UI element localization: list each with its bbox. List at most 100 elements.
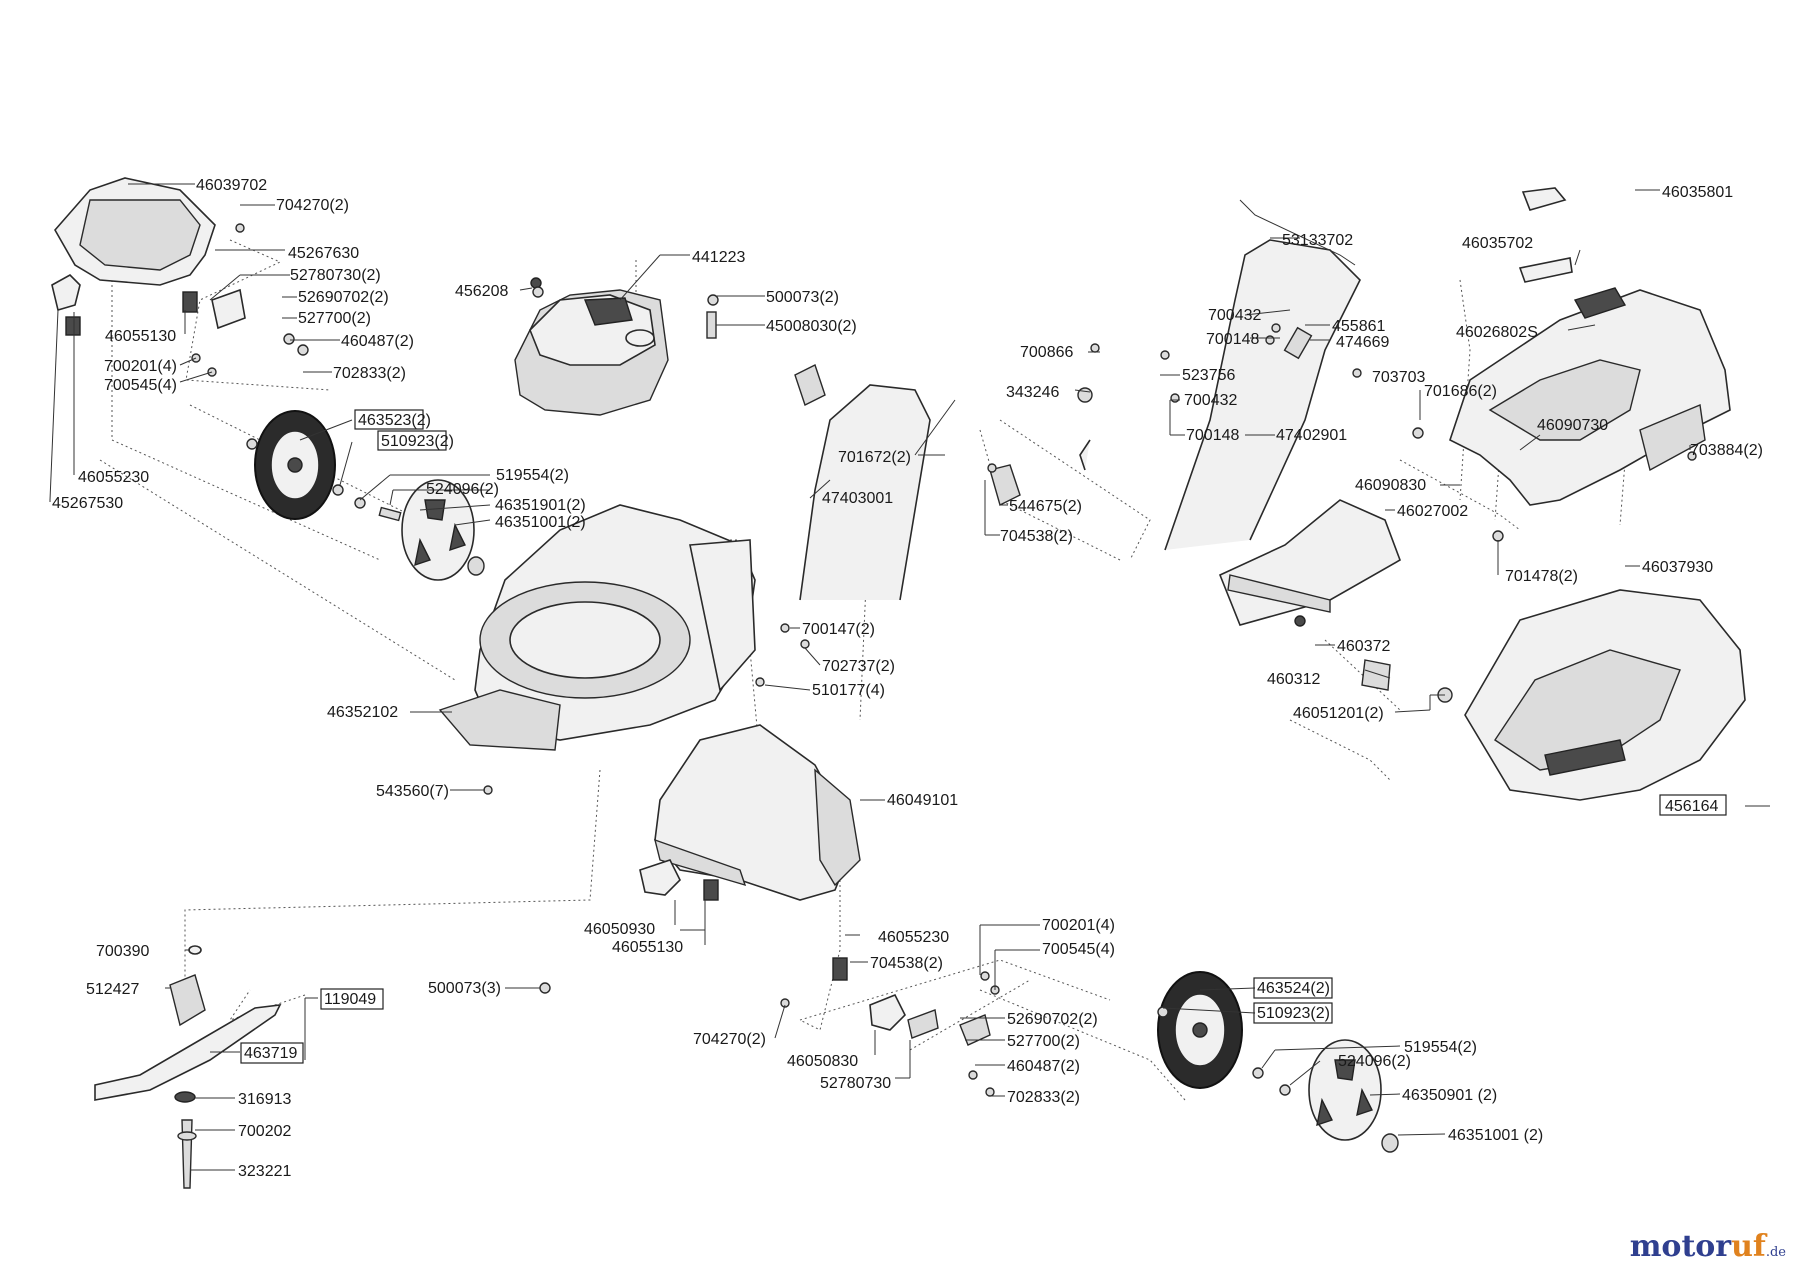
- label-46039702: 46039702: [196, 177, 267, 194]
- label-704538-top: 704538(2): [1000, 528, 1073, 545]
- label-441223: 441223: [692, 249, 745, 266]
- label-703703: 703703: [1372, 369, 1425, 386]
- label-46090730: 46090730: [1537, 417, 1608, 434]
- grass-bag-cover: [1449, 187, 1731, 506]
- discharge-chute: [654, 724, 861, 901]
- label-46351901: 46351901(2): [495, 497, 586, 514]
- upper-handle: [1079, 199, 1361, 551]
- label-52690702-bottom: 52690702(2): [1007, 1011, 1098, 1028]
- label-46050930: 46050930: [584, 921, 655, 938]
- mower-deck: [438, 504, 756, 751]
- label-701686: 701686(2): [1424, 383, 1497, 400]
- label-52690702-top: 52690702(2): [298, 289, 389, 306]
- label-46351001-top: 46351001(2): [495, 514, 586, 531]
- label-460487-top: 460487(2): [341, 333, 414, 350]
- label-510923-top: 510923(2): [381, 433, 454, 450]
- label-519554-bottom: 519554(2): [1404, 1039, 1477, 1056]
- hubcap-left: [401, 479, 485, 581]
- lower-handle: [794, 364, 1021, 601]
- label-524096-bottom: 524096(2): [1338, 1053, 1411, 1070]
- label-460372: 460372: [1337, 638, 1390, 655]
- label-527700-bottom: 527700(2): [1007, 1033, 1080, 1050]
- label-702737: 702737(2): [822, 658, 895, 675]
- label-544675: 544675(2): [1009, 498, 1082, 515]
- label-343246: 343246: [1006, 384, 1059, 401]
- label-463719: 463719: [244, 1045, 297, 1062]
- label-46049101: 46049101: [887, 792, 958, 809]
- label-45267630: 45267630: [288, 245, 359, 262]
- engine: [514, 277, 669, 416]
- front-cover: [54, 177, 216, 286]
- leader-lines: [49, 183, 1770, 1171]
- label-47402901: 47402901: [1276, 427, 1347, 444]
- label-46035702: 46035702: [1462, 235, 1533, 252]
- label-700432-top: 700432: [1208, 307, 1261, 324]
- label-500073-bottom: 500073(3): [428, 980, 501, 997]
- label-704270-bottom: 704270(2): [693, 1031, 766, 1048]
- bag-clip-front: [1521, 187, 1567, 211]
- label-701478: 701478(2): [1505, 568, 1578, 585]
- label-45267530: 45267530: [52, 495, 123, 512]
- label-704538-bottom: 704538(2): [870, 955, 943, 972]
- label-52780730-top: 52780730(2): [290, 267, 381, 284]
- label-519554-top: 519554(2): [496, 467, 569, 484]
- hubcap-right: [1308, 1039, 1399, 1153]
- label-527700-top: 527700(2): [298, 310, 371, 327]
- label-700148-bottom: 700148: [1186, 427, 1239, 444]
- bag-clip-rear: [1518, 257, 1573, 283]
- label-46050830: 46050830: [787, 1053, 858, 1070]
- label-46035801: 46035801: [1662, 184, 1733, 201]
- label-323221: 323221: [238, 1163, 291, 1180]
- label-700390: 700390: [96, 943, 149, 960]
- label-463523: 463523(2): [358, 412, 431, 429]
- fasteners: [191, 223, 1697, 1097]
- label-700545-top: 700545(4): [104, 377, 177, 394]
- label-53133702: 53133702: [1282, 232, 1353, 249]
- label-510177: 510177(4): [812, 682, 885, 699]
- label-47403001: 47403001: [822, 490, 893, 507]
- front-wheel-right: [1157, 971, 1243, 1089]
- label-500073-top: 500073(2): [766, 289, 839, 306]
- grass-bag-body: [1464, 589, 1746, 801]
- label-46055230-top: 46055230: [78, 469, 149, 486]
- label-46037930: 46037930: [1642, 559, 1713, 576]
- part-labels: 46039702 704270(2) 45267630 52780730(2) …: [52, 177, 1763, 1180]
- rear-wheel-left: [254, 410, 336, 520]
- label-46055130-top: 46055130: [105, 328, 176, 345]
- label-700201-bottom: 700201(4): [1042, 917, 1115, 934]
- label-316913: 316913: [238, 1091, 291, 1108]
- label-46051201: 46051201(2): [1293, 705, 1384, 722]
- label-702833-top: 702833(2): [333, 365, 406, 382]
- blade-assembly: [94, 945, 282, 1189]
- label-45008030: 45008030(2): [766, 318, 857, 335]
- label-46351001-bottom: 46351001 (2): [1448, 1127, 1543, 1144]
- label-46026802S: 46026802S: [1456, 324, 1538, 341]
- label-474669: 474669: [1336, 334, 1389, 351]
- label-463524: 463524(2): [1257, 980, 1330, 997]
- label-52780730-bottom: 52780730: [820, 1075, 891, 1092]
- label-46350901: 46350901 (2): [1402, 1087, 1497, 1104]
- label-456208: 456208: [455, 283, 508, 300]
- boxed-label-frames: [240, 409, 1727, 1064]
- label-700202: 700202: [238, 1123, 291, 1140]
- label-456164: 456164: [1665, 798, 1718, 815]
- label-46055230-bottom: 46055230: [878, 929, 949, 946]
- label-512427: 512427: [86, 981, 139, 998]
- label-700866: 700866: [1020, 344, 1073, 361]
- label-700148-top: 700148: [1206, 331, 1259, 348]
- label-702833-bottom: 702833(2): [1007, 1089, 1080, 1106]
- mulch-plug: [1218, 499, 1401, 627]
- label-700545-bottom: 700545(4): [1042, 941, 1115, 958]
- label-523756: 523756: [1182, 367, 1235, 384]
- label-510923-bottom: 510923(2): [1257, 1005, 1330, 1022]
- label-46055130-bottom: 46055130: [612, 939, 683, 956]
- label-460487-bottom: 460487(2): [1007, 1058, 1080, 1075]
- label-543560: 543560(7): [376, 783, 449, 800]
- label-703884: 703884(2): [1690, 442, 1763, 459]
- label-46027002: 46027002: [1397, 503, 1468, 520]
- label-700147: 700147(2): [802, 621, 875, 638]
- label-700432-bottom: 700432: [1184, 392, 1237, 409]
- label-704270-top: 704270(2): [276, 197, 349, 214]
- label-455861: 455861: [1332, 318, 1385, 335]
- label-119049: 119049: [324, 991, 376, 1008]
